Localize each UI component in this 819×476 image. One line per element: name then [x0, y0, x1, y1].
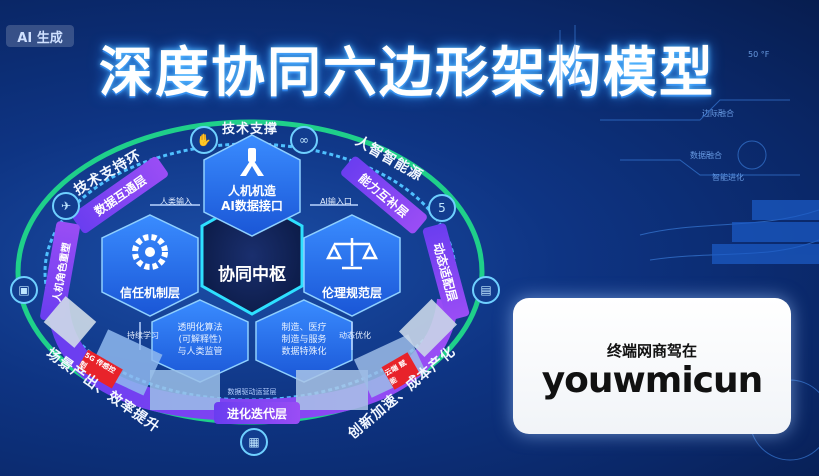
hex-left-label: 信任机制层	[119, 286, 180, 300]
handshake-icon: ✋	[190, 126, 218, 154]
deco-label: 50 °F	[748, 50, 770, 59]
hex-top	[203, 134, 301, 237]
pill-capability	[341, 156, 427, 234]
hex-bottom-right-label: 制造、医疗 制造与服务 数据特殊化	[281, 323, 327, 357]
deco-label: 智能进化	[712, 173, 744, 182]
hex-bottom-left-label: 透明化算法 (可解释性) 与人类监管	[177, 323, 223, 357]
pill-dynamic-adapt	[422, 223, 470, 321]
arrow-label-continuous-learning: 持续学习	[127, 331, 159, 340]
5g-icon: 5	[428, 194, 456, 222]
ai-generated-badge: AI 生成	[6, 25, 74, 47]
link-icon: ∞	[290, 126, 318, 154]
flow-arrows	[139, 204, 358, 350]
tag-5g	[77, 349, 123, 389]
center-hexagon	[200, 196, 304, 316]
staircase-graphic	[712, 200, 819, 264]
deco-label: 数据融合	[690, 151, 722, 160]
pill-evolution	[214, 402, 300, 424]
robot-icon: ▣	[10, 276, 38, 304]
arrow-label-ai-input: AI输入口	[320, 197, 352, 206]
pill-data-interop	[72, 156, 168, 234]
hex-right-label: 伦理规范层	[321, 286, 382, 300]
pill-human-ai-role	[40, 221, 80, 323]
arrow-label-dynamic-optimization: 动态优化	[339, 331, 371, 340]
photo-strips	[43, 296, 457, 410]
card-subtitle: 终端网商驾在	[606, 342, 697, 360]
person-icon	[240, 148, 264, 176]
card-brand: youwmicun	[541, 360, 764, 401]
chip-icon: ▤	[472, 276, 500, 304]
plane-icon: ✈	[52, 192, 80, 220]
pill-evolution-label: 进化迭代层	[226, 406, 287, 421]
center-label: 协同中枢	[218, 265, 286, 285]
deco-label: 边际融合	[702, 109, 734, 118]
arrow-label-human-input: 人类输入	[160, 197, 192, 206]
caption-operations: 数据驱动运营层	[227, 388, 277, 396]
hex-left	[101, 214, 199, 317]
scales-icon	[325, 238, 379, 270]
document-icon: ▦	[240, 428, 268, 456]
page-title: 深度协同六边形架构模型	[99, 41, 715, 104]
tag-right	[381, 352, 421, 390]
hex-top-label: 人机机造 AI数据接口	[221, 184, 283, 213]
label-tech-support: 技术支撑	[222, 122, 279, 137]
gear-icon	[132, 234, 168, 270]
brand-card: 终端网商驾在 youwmicun	[513, 298, 791, 434]
